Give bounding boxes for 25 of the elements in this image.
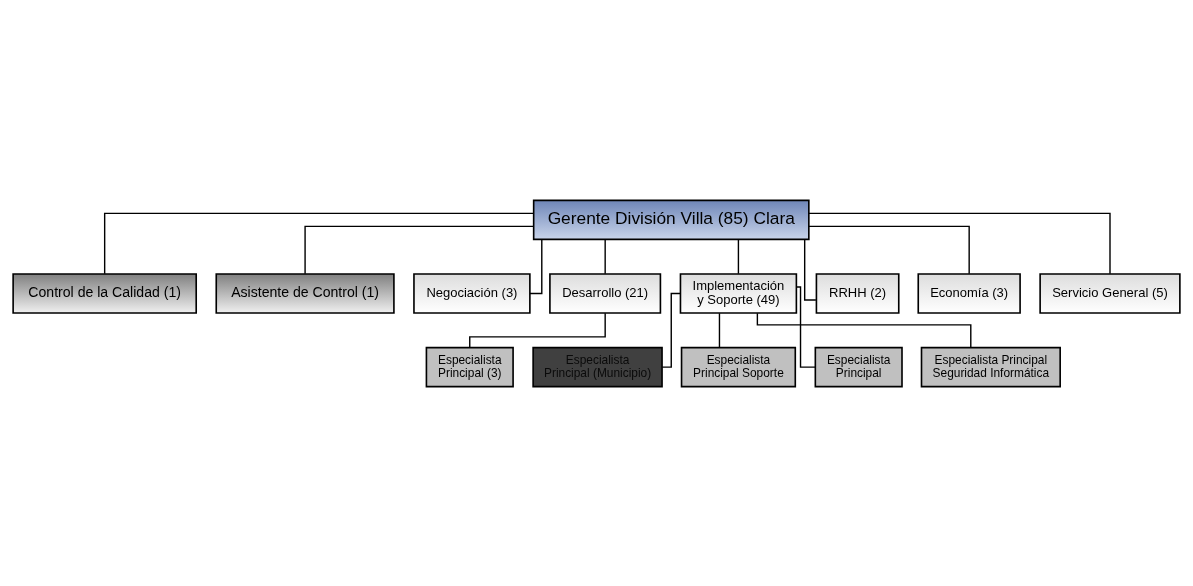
node-box: Especialista Principal (3) [425,346,514,387]
node-box: Servicio General (5) [1039,272,1181,314]
node-box: Negociación (3) [413,272,531,314]
node-box: Especialista Principal Soporte [680,346,797,387]
connector [808,225,970,274]
connector [103,212,535,274]
node-box: RRHH (2) [815,272,900,314]
node-box: Especialista Principal [814,346,903,387]
node-box: Desarrollo (21) [549,272,662,314]
node-box: Economía (3) [917,272,1021,314]
connector [469,311,606,348]
connector [529,238,543,294]
node-box: Implementación y Soporte (49) [679,272,798,314]
connector [803,238,817,301]
connector [756,312,972,348]
connector [304,225,535,274]
node-box: Control de la Calidad (1) [12,272,198,314]
connector [737,238,740,274]
connector [808,212,1111,274]
connector [604,238,606,274]
node-box: Especialista Principal Seguridad Informática [920,346,1061,387]
connector [661,292,681,368]
node-box: Gerente División Villa (85) Clara [532,199,810,240]
connector [718,312,721,348]
node-box: Asistente de Control (1) [215,272,395,314]
